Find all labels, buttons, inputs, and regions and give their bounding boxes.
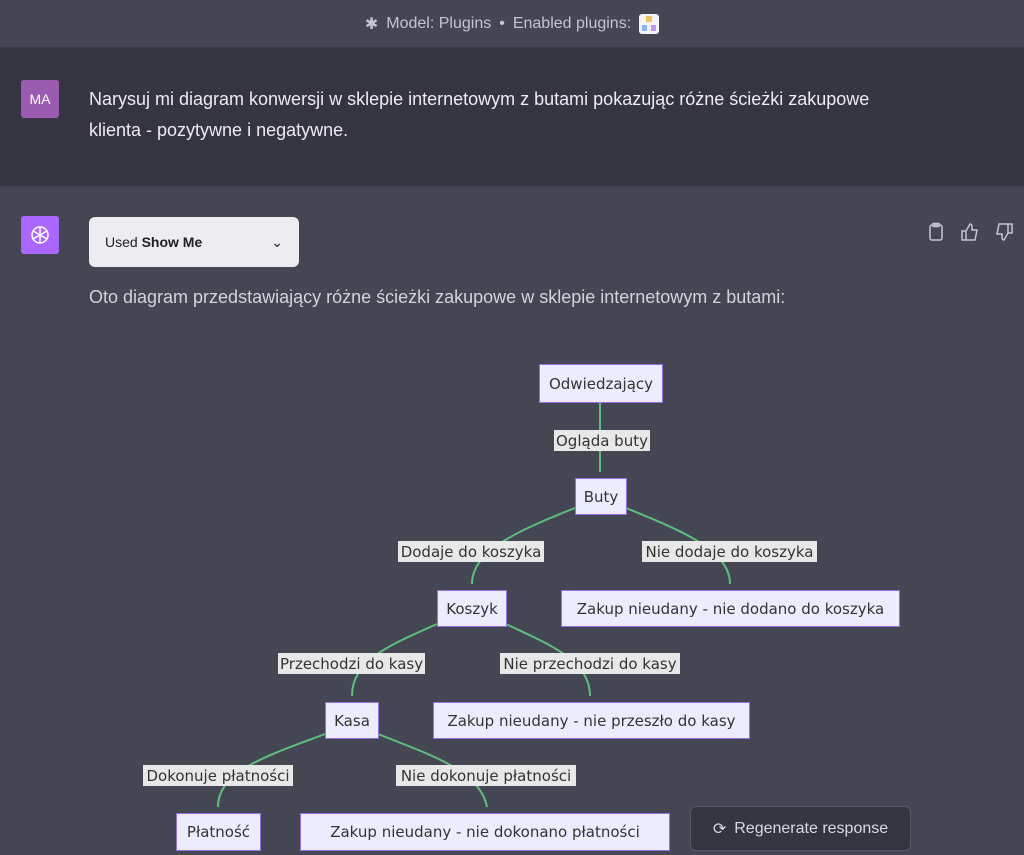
regenerate-response-button[interactable]: ⟳ Regenerate response bbox=[690, 806, 911, 851]
edge-label: Przechodzi do kasy bbox=[278, 653, 426, 674]
refresh-icon: ⟳ bbox=[712, 820, 727, 838]
edge bbox=[377, 733, 488, 808]
chevron-down-icon: ⌄ bbox=[271, 233, 283, 250]
diagram-node: Kasa bbox=[325, 702, 379, 739]
edge bbox=[217, 733, 326, 808]
diagram-node: Zakup nieudany - nie dodano do koszyka bbox=[561, 590, 900, 627]
assistant-message: Used Show Me ⌄ Oto diagram przedstawiają… bbox=[0, 186, 1024, 855]
diagram-node: Buty bbox=[575, 478, 627, 515]
user-message-text: Narysuj mi diagram konwersji w sklepie i… bbox=[89, 89, 870, 140]
assistant-intro-text: Oto diagram przedstawiający różne ścieżk… bbox=[89, 287, 786, 307]
edge-label: Dokonuje płatności bbox=[143, 765, 293, 786]
diagram-node: Zakup nieudany - nie dokonano płatności bbox=[300, 813, 670, 851]
top-bar: ✱ Model: Plugins • Enabled plugins: bbox=[0, 0, 1024, 48]
thumbs-up-icon[interactable] bbox=[960, 222, 980, 247]
diagram-node: Zakup nieudany - nie przeszło do kasy bbox=[433, 702, 750, 739]
plugin-name: Show Me bbox=[141, 234, 203, 250]
diagram-node: Płatność bbox=[176, 813, 261, 851]
enabled-plugins-label: Enabled plugins: bbox=[512, 14, 632, 32]
edge-label: Nie przechodzi do kasy bbox=[500, 653, 680, 674]
edge-label: Nie dokonuje płatności bbox=[396, 765, 576, 786]
user-message: MA Narysuj mi diagram konwersji w sklepi… bbox=[0, 48, 1024, 186]
edge-label: Dodaje do koszyka bbox=[398, 541, 544, 562]
model-label: Model: Plugins bbox=[386, 14, 492, 32]
diagram-node: Koszyk bbox=[437, 590, 507, 627]
plugin-icon[interactable] bbox=[639, 13, 660, 34]
clipboard-icon[interactable] bbox=[926, 222, 946, 247]
edge-label: Nie dodaje do koszyka bbox=[642, 541, 817, 562]
puzzle-icon: ✱ bbox=[364, 15, 379, 33]
used-plugin-dropdown[interactable]: Used Show Me ⌄ bbox=[89, 217, 299, 267]
thumbs-down-icon[interactable] bbox=[994, 222, 1014, 247]
regenerate-label: Regenerate response bbox=[734, 819, 889, 837]
chatgpt-logo-icon bbox=[21, 216, 59, 254]
edge-label: Ogląda buty bbox=[554, 430, 650, 451]
separator: • bbox=[499, 14, 505, 32]
diagram-node: Odwiedzający bbox=[539, 364, 663, 403]
user-avatar: MA bbox=[21, 80, 59, 118]
used-prefix: Used bbox=[105, 234, 138, 250]
